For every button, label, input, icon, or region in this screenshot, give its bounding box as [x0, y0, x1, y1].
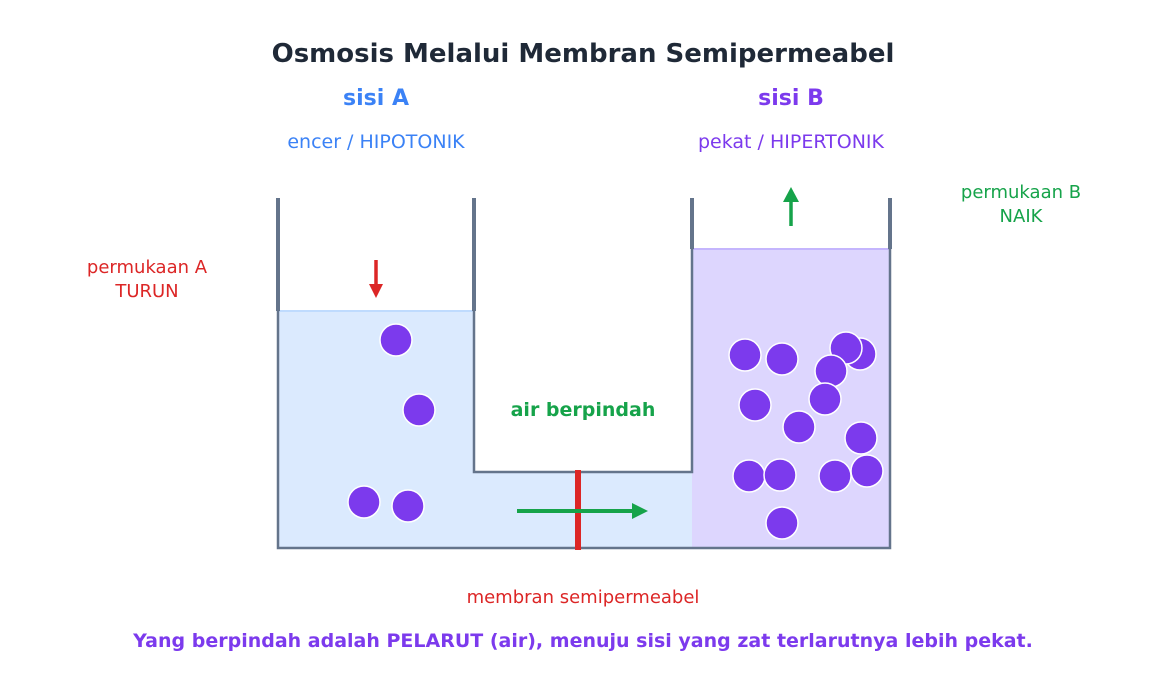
particle [844, 421, 878, 455]
conclusion-text: Yang berpindah adalah PELARUT (air), men… [132, 630, 1033, 652]
flow-label: air berpindah [511, 399, 656, 421]
particle [808, 382, 842, 416]
side-a-description: encer / HIPOTONIK [287, 131, 465, 153]
particle [391, 489, 425, 523]
side-b-description: pekat / HIPERTONIK [698, 131, 885, 153]
level-up-arrow [783, 187, 799, 226]
level-down-arrow [369, 260, 383, 298]
particle [814, 354, 848, 388]
particle [782, 410, 816, 444]
u-tube-wall [276, 198, 892, 550]
particles-side-b [728, 331, 884, 540]
diagram-title: Osmosis Melalui Membran Semipermeabel [272, 39, 895, 69]
particle [765, 342, 799, 376]
level-note-a-line2: TURUN [114, 281, 178, 302]
particle [347, 485, 381, 519]
water-side-b [692, 249, 890, 548]
membrane-label: membran semipermeabel [467, 587, 700, 608]
particle [765, 506, 799, 540]
particle [763, 458, 797, 492]
particle [818, 459, 852, 493]
particle [850, 454, 884, 488]
particle [379, 323, 413, 357]
level-note-b-line1: permukaan B [961, 182, 1081, 203]
particle [728, 338, 762, 372]
level-note-b-line2: NAIK [1000, 206, 1044, 227]
flow-arrow [517, 503, 648, 519]
side-b-heading: sisi B [758, 86, 824, 111]
particle [738, 388, 772, 422]
side-a-heading: sisi A [343, 86, 409, 111]
particle [402, 393, 436, 427]
level-note-a-line1: permukaan A [87, 257, 208, 278]
particle [732, 459, 766, 493]
particles-side-a [347, 323, 436, 523]
